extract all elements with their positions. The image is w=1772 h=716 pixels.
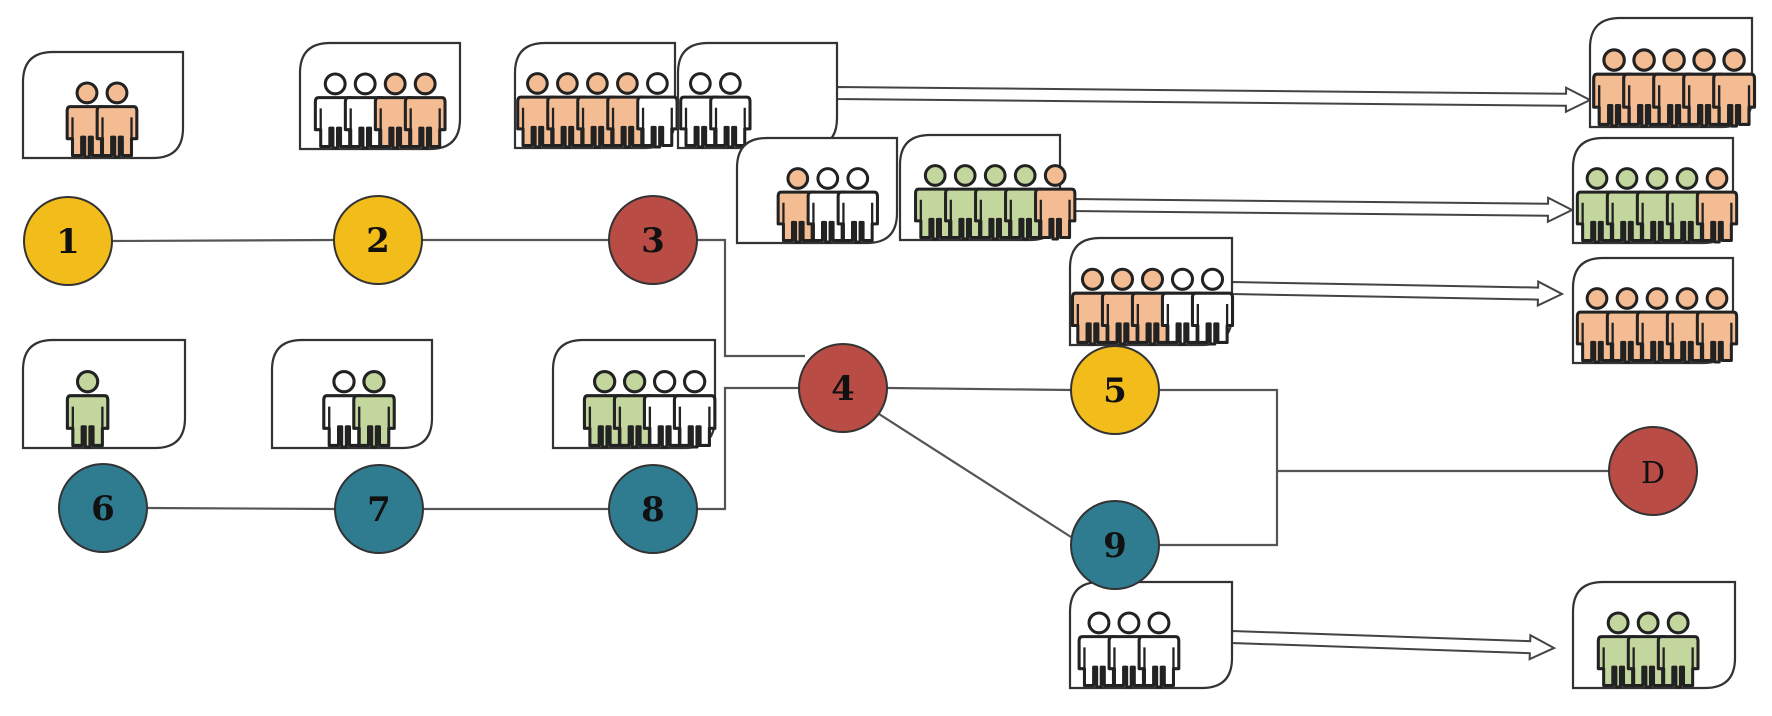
- node-label: 1: [56, 222, 80, 262]
- node-circle: [334, 464, 424, 554]
- node-n9: 9: [1070, 500, 1160, 590]
- node-circle: [58, 463, 148, 553]
- person-icon-orange: [1695, 287, 1739, 364]
- node-label: 8: [641, 490, 665, 530]
- arrow-g3b-to-rA: [835, 85, 1593, 114]
- group-box-rC: [1571, 256, 1739, 365]
- node-n3: 3: [608, 195, 698, 285]
- arrow-g5-to-rC: [1230, 279, 1565, 308]
- person-icon-orange: [1712, 48, 1757, 128]
- person-icon-white: [1137, 611, 1181, 689]
- group-box-layer: [21, 16, 1757, 690]
- person-icon-green: [1656, 611, 1700, 689]
- person-icon-green: [65, 370, 110, 449]
- edge-n6-n7: [146, 506, 336, 511]
- node-circle: [23, 196, 113, 286]
- edge-layer: [111, 238, 1609, 547]
- node-n6: 6: [58, 463, 148, 553]
- group-box-g3b: [676, 41, 839, 150]
- person-icon-orange: [95, 81, 139, 159]
- person-icon-orange: [403, 72, 447, 150]
- node-label: 9: [1103, 526, 1127, 566]
- person-icon-white: [709, 72, 752, 149]
- edge-n4-n9: [878, 413, 1072, 538]
- person-icon-white: [836, 167, 879, 244]
- group-box-g1: [21, 50, 185, 160]
- edge-n3-n4: [697, 238, 805, 358]
- node-circle: [1608, 426, 1698, 516]
- person-icon-white: [672, 370, 717, 449]
- group-box-g6: [21, 338, 187, 450]
- edge-n5-nD: [1159, 388, 1609, 473]
- node-n5: 5: [1070, 345, 1160, 435]
- node-layer: 1 2 3 4 5 6 7 8 9 D: [23, 195, 1698, 590]
- person-icon-white: [1190, 267, 1235, 346]
- node-label: D: [1641, 456, 1665, 491]
- node-label: 3: [641, 221, 665, 261]
- edge-n8-n4: [697, 386, 799, 511]
- edge-n4-n5: [886, 386, 1072, 392]
- node-label: 7: [367, 490, 391, 530]
- group-box-g8: [551, 338, 717, 450]
- group-box-g7: [270, 338, 434, 450]
- node-circle: [608, 464, 698, 554]
- person-icon-orange: [516, 72, 559, 149]
- node-label: 5: [1103, 371, 1127, 411]
- node-n7: 7: [334, 464, 424, 554]
- node-label: 2: [366, 221, 390, 261]
- group-box-g2: [298, 41, 462, 151]
- person-icon-white: [636, 72, 679, 149]
- node-n4: 4: [798, 343, 888, 433]
- node-n1: 1: [23, 196, 113, 286]
- group-box-g5: [1068, 236, 1235, 347]
- node-n8: 8: [608, 464, 698, 554]
- arrow-layer: [835, 85, 1593, 661]
- edge-n1-n2: [111, 238, 335, 243]
- person-icon-orange: [1695, 167, 1739, 244]
- node-n2: 2: [333, 195, 423, 285]
- arrow-g9-to-rD: [1230, 629, 1557, 661]
- node-circle: [1070, 345, 1160, 435]
- person-icon-orange: [1034, 164, 1077, 241]
- node-circle: [608, 195, 698, 285]
- group-box-g4a: [735, 136, 899, 245]
- group-box-g9: [1068, 580, 1234, 690]
- node-circle: [1070, 500, 1160, 590]
- arrow-g4b-to-rB: [1070, 196, 1575, 224]
- group-box-rD: [1571, 580, 1737, 690]
- group-box-rB: [1571, 136, 1739, 245]
- group-box-g3a: [513, 41, 679, 150]
- group-box-g4b: [898, 133, 1077, 242]
- person-icon-green: [352, 370, 396, 449]
- node-nD: D: [1608, 426, 1698, 516]
- node-label: 4: [831, 369, 855, 409]
- person-icon-orange: [1665, 287, 1709, 364]
- group-box-rA: [1588, 16, 1757, 129]
- edge-n9-nD: [1159, 471, 1279, 547]
- node-circle: [798, 343, 888, 433]
- node-label: 6: [91, 489, 115, 529]
- node-circle: [333, 195, 423, 285]
